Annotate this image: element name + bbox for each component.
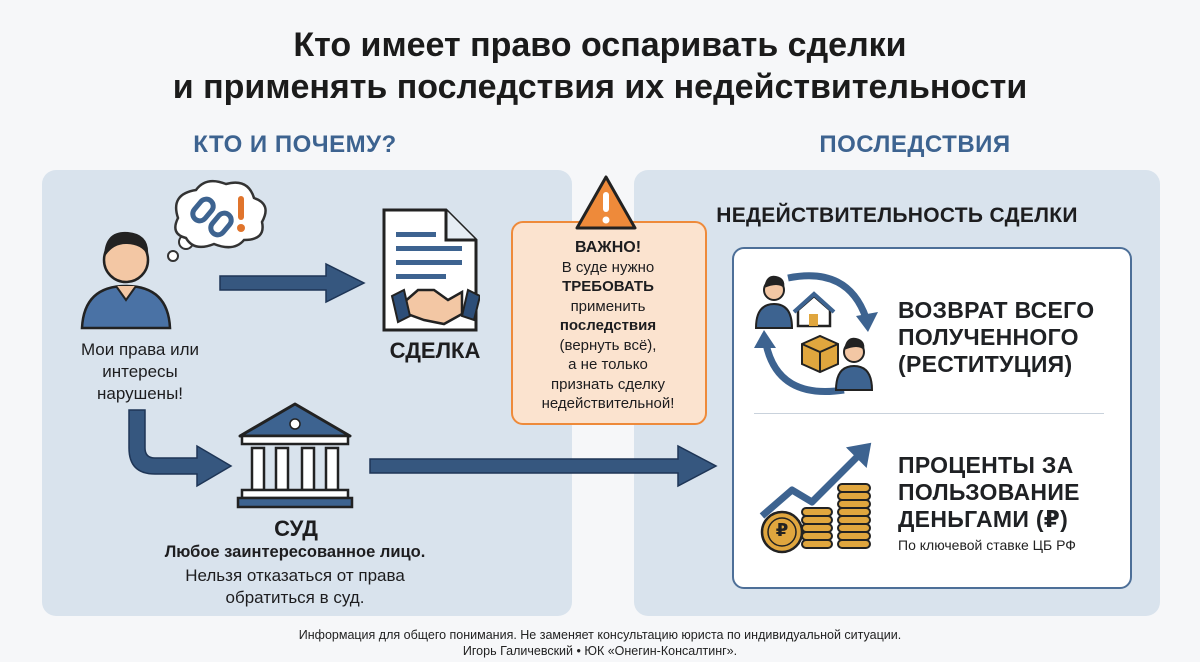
interest-note: По ключевой ставке ЦБ РФ xyxy=(898,537,1076,553)
footer-author: Игорь Галичевский • ЮК «Онегин-Консалтин… xyxy=(462,644,738,658)
deal-label: СДЕЛКА xyxy=(389,338,481,363)
person-caption: Мои права или интересы нарушены! xyxy=(80,340,200,403)
contract-handshake-icon xyxy=(382,208,480,332)
important-text: ВАЖНО! В суде нужно ТРЕБОВАТЬ применить … xyxy=(541,239,675,412)
left-section-heading: КТО И ПОЧЕМУ? xyxy=(193,131,397,158)
interest-label: ПРОЦЕНТЫ ЗА ПОЛЬЗОВАНИЕ ДЕНЬГАМИ (₽) xyxy=(898,452,1080,532)
person-thinking-icon xyxy=(80,179,267,330)
warning-icon xyxy=(575,175,637,230)
right-section-heading: ПОСЛЕДСТВИЯ xyxy=(819,131,1011,158)
page-title-line1: Кто имеет право оспаривать сделки xyxy=(293,26,907,64)
page-title-line2: и применять последствия их недействитель… xyxy=(172,68,1028,106)
consequences-divider xyxy=(754,413,1104,414)
restitution-exchange-icon xyxy=(754,272,878,395)
court-text: Нельзя отказаться от права обратиться в … xyxy=(185,566,405,607)
consequences-subheading: НЕДЕЙСТВИТЕЛЬНОСТЬ СДЕЛКИ xyxy=(716,204,1078,227)
important-note xyxy=(511,221,707,425)
courthouse-icon xyxy=(236,402,354,509)
court-bold-text: Любое заинтересованное лицо. xyxy=(164,543,426,561)
coins-growth-icon xyxy=(759,442,872,554)
arrow-to-court xyxy=(128,409,233,488)
footer-disclaimer: Информация для общего понимания. Не заме… xyxy=(298,628,902,642)
restitution-label: ВОЗВРАТ ВСЕГО ПОЛУЧЕННОГО (РЕСТИТУЦИЯ) xyxy=(898,297,1095,377)
ruble-coin-symbol: ₽ xyxy=(775,520,789,540)
arrow-to-consequences xyxy=(369,444,718,488)
court-label: СУД xyxy=(274,516,318,541)
arrow-to-deal xyxy=(219,262,366,304)
